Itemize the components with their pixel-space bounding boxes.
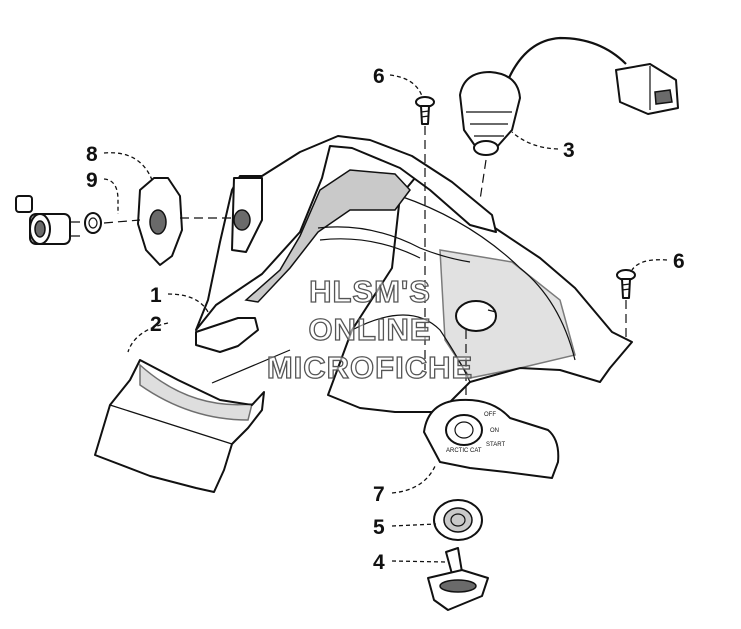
screw-right-part-6 bbox=[616, 269, 636, 299]
watermark-line-1: HLSM'S bbox=[309, 274, 431, 309]
ignition-bezel-part-5 bbox=[433, 499, 483, 541]
ignition-key-part-4 bbox=[427, 547, 489, 611]
callout-9: 9 bbox=[86, 169, 98, 192]
watermark-line-2: ONLINE bbox=[308, 312, 431, 347]
screw-upper-part-6 bbox=[415, 96, 435, 125]
callout-4: 4 bbox=[373, 551, 385, 574]
accessory-outlet-part-9 bbox=[15, 195, 102, 245]
callout-6-right: 6 bbox=[673, 250, 685, 273]
assembly-lines bbox=[103, 126, 627, 400]
callout-3: 3 bbox=[563, 139, 575, 162]
callout-2: 2 bbox=[150, 313, 162, 336]
leader-lines bbox=[103, 74, 668, 563]
upper-shroud-part-1 bbox=[195, 135, 497, 353]
bezel-plate-part-8 bbox=[137, 177, 183, 266]
watermark-line-3: MICROFICHE bbox=[267, 350, 473, 385]
lower-panel-part-2 bbox=[94, 349, 291, 493]
callout-8: 8 bbox=[86, 143, 98, 166]
switch-marking-brand: ARCTIC CAT bbox=[446, 448, 482, 454]
switch-marking-on: ON bbox=[490, 428, 499, 434]
callout-7: 7 bbox=[373, 483, 385, 506]
callout-1: 1 bbox=[150, 284, 162, 307]
switch-marking-start: START bbox=[486, 442, 505, 448]
callout-5: 5 bbox=[373, 516, 385, 539]
switch-marking-off: OFF bbox=[484, 412, 496, 418]
callout-6-top: 6 bbox=[373, 65, 385, 88]
wire-connector-part-3 bbox=[459, 36, 679, 156]
callout-numbers: 8 9 6 3 6 1 2 7 5 4 bbox=[86, 65, 685, 574]
watermark: HLSM'S ONLINE MICROFICHE bbox=[266, 273, 473, 385]
switch-plate-part-7: OFF ON START ARCTIC CAT bbox=[423, 398, 560, 479]
